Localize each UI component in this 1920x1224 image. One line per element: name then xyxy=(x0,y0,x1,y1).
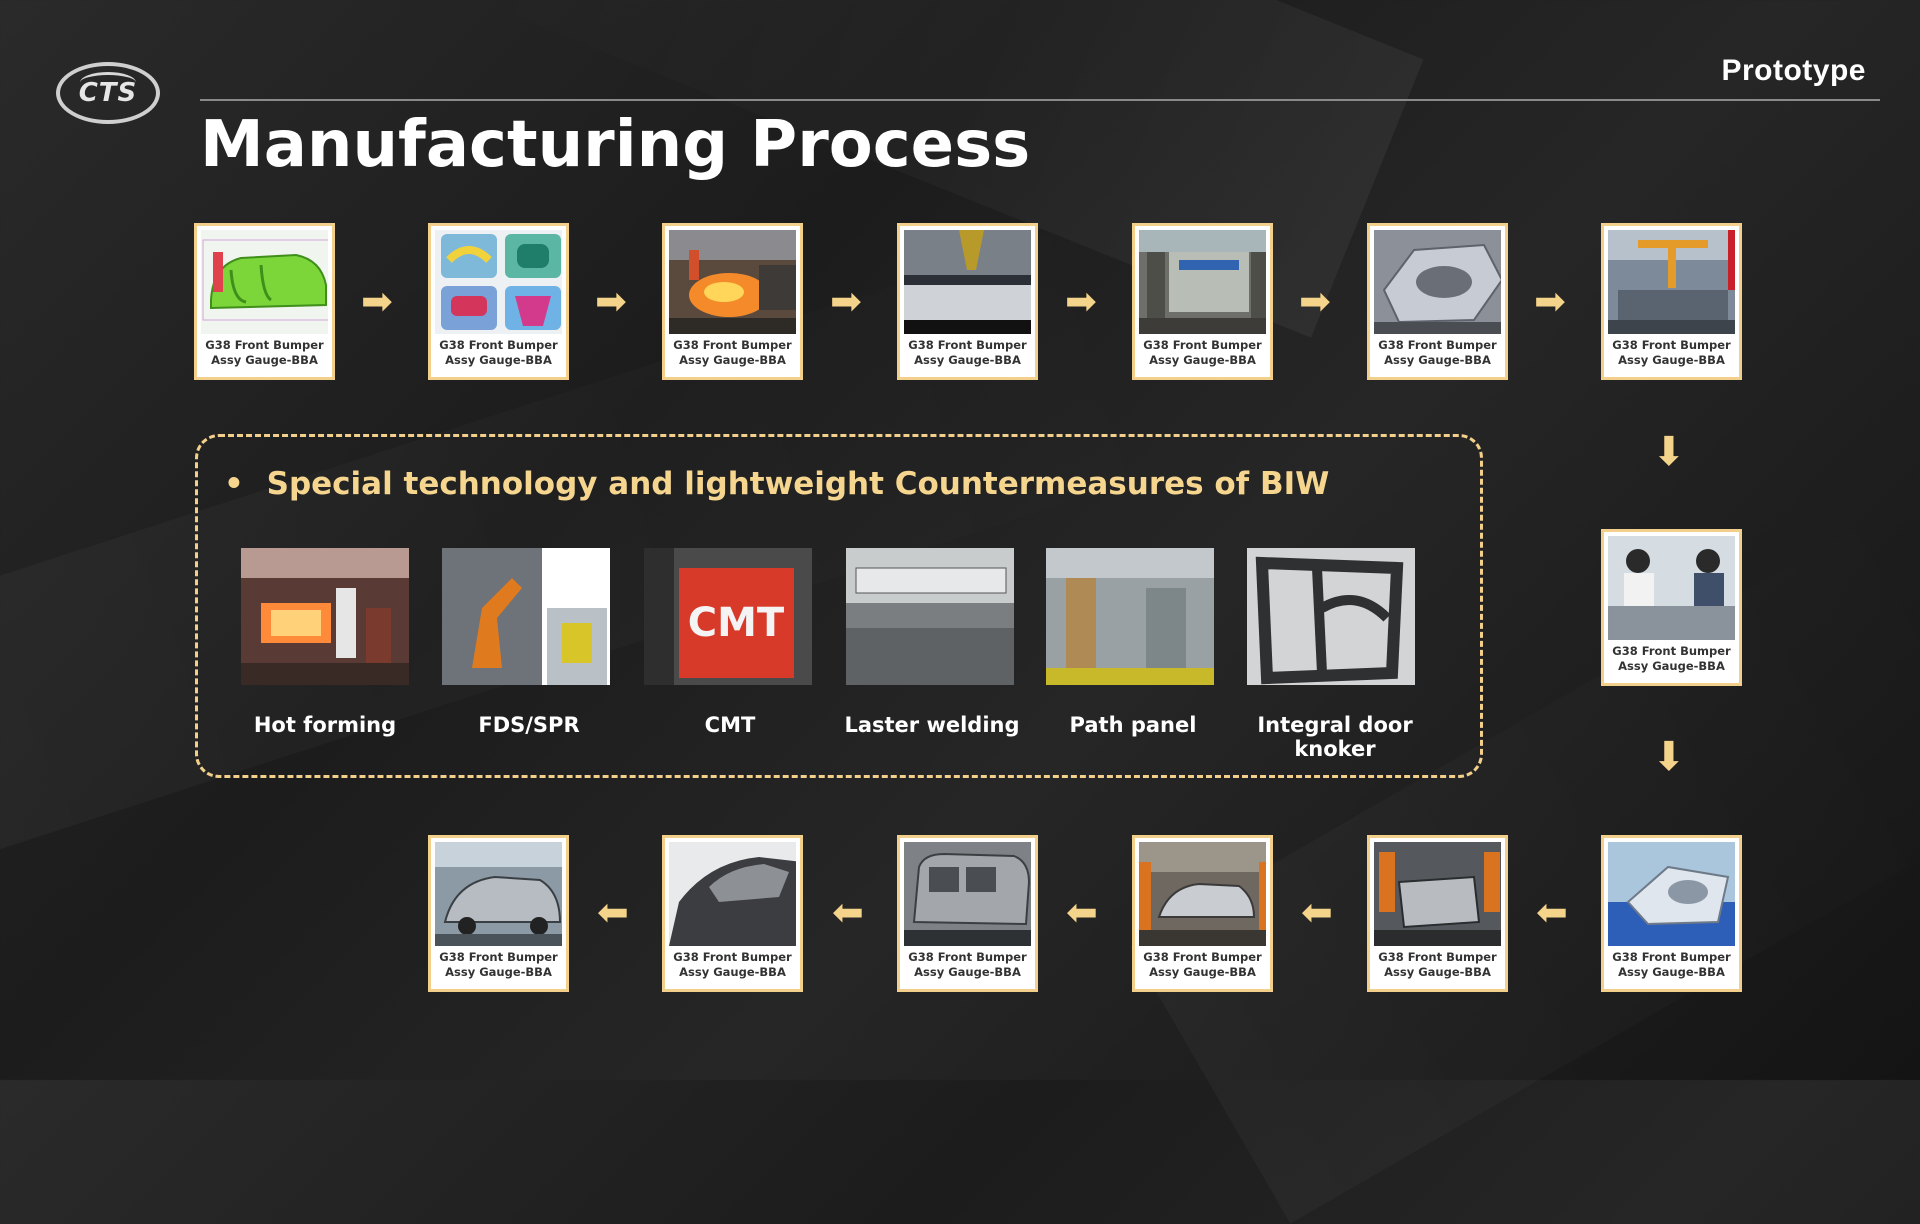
arrow-right-icon: ➡ xyxy=(1299,279,1331,323)
process-step-card: G38 Front Bumper Assy Gauge-BBA xyxy=(1601,835,1742,992)
checking-fixture-thumbnail xyxy=(1608,842,1735,946)
arrow-left-icon: ⬅ xyxy=(1301,890,1333,934)
fds-spr-photo xyxy=(442,548,610,685)
tech-label: Laster welding xyxy=(844,713,1020,737)
process-step-card: G38 Front Bumper Assy Gauge-BBA xyxy=(1367,223,1508,380)
process-step-card: G38 Front Bumper Assy Gauge-BBA xyxy=(897,223,1038,380)
arrow-right-icon: ➡ xyxy=(1065,279,1097,323)
step-caption: G38 Front Bumper Assy Gauge-BBA xyxy=(1378,338,1497,367)
step-caption: G38 Front Bumper Assy Gauge-BBA xyxy=(673,338,792,367)
arrow-right-icon: ➡ xyxy=(830,279,862,323)
svg-text:CMT: CMT xyxy=(688,600,785,646)
process-step-card: G38 Front Bumper Assy Gauge-BBA xyxy=(428,223,569,380)
arrow-down-icon: ⬇ xyxy=(1652,429,1686,475)
process-step-card: G38 Front Bumper Assy Gauge-BBA xyxy=(1132,835,1273,992)
step-caption: G38 Front Bumper Assy Gauge-BBA xyxy=(1143,950,1262,979)
process-step-card: G38 Front Bumper Assy Gauge-BBA xyxy=(428,835,569,992)
final-assembly-thumbnail xyxy=(435,842,562,946)
step-caption: G38 Front Bumper Assy Gauge-BBA xyxy=(439,950,558,979)
arrow-right-icon: ➡ xyxy=(1534,279,1566,323)
process-step-card: G38 Front Bumper Assy Gauge-BBA xyxy=(1132,223,1273,380)
painted-body-thumbnail xyxy=(669,842,796,946)
arrow-right-icon: ➡ xyxy=(595,279,627,323)
tech-label: Hot forming xyxy=(253,713,397,737)
step-caption: G38 Front Bumper Assy Gauge-BBA xyxy=(1378,950,1497,979)
die-design-thumbnail xyxy=(435,230,562,334)
step-caption: G38 Front Bumper Assy Gauge-BBA xyxy=(1143,338,1262,367)
process-step-card: G38 Front Bumper Assy Gauge-BBA xyxy=(662,223,803,380)
cmt-welder-photo: CMT xyxy=(644,548,812,685)
casting-thumbnail xyxy=(669,230,796,334)
patch-panel-photo xyxy=(1046,548,1214,685)
tech-label: CMT xyxy=(704,713,756,737)
robot-welding-thumbnail xyxy=(1374,842,1501,946)
inspection-thumbnail xyxy=(1608,536,1735,640)
step-caption: G38 Front Bumper Assy Gauge-BBA xyxy=(908,338,1027,367)
machining-thumbnail xyxy=(904,230,1031,334)
arrow-left-icon: ⬅ xyxy=(1066,890,1098,934)
logo-arc xyxy=(80,72,136,93)
stamped-part-thumbnail xyxy=(1374,230,1501,334)
step-caption: G38 Front Bumper Assy Gauge-BBA xyxy=(1612,950,1731,979)
prototype-badge: Prototype xyxy=(1721,54,1866,87)
arrow-right-icon: ➡ xyxy=(361,279,393,323)
process-step-card: G38 Front Bumper Assy Gauge-BBA xyxy=(1367,835,1508,992)
arrow-left-icon: ⬅ xyxy=(597,890,629,934)
step-caption: G38 Front Bumper Assy Gauge-BBA xyxy=(439,338,558,367)
arrow-down-icon: ⬇ xyxy=(1652,734,1686,780)
step-caption: G38 Front Bumper Assy Gauge-BBA xyxy=(908,950,1027,979)
tech-label: Path panel xyxy=(1069,713,1197,737)
body-in-white-thumbnail xyxy=(904,842,1031,946)
arrow-left-icon: ⬅ xyxy=(832,890,864,934)
process-step-card: G38 Front Bumper Assy Gauge-BBA xyxy=(1601,529,1742,686)
tech-label: Integral door knoker xyxy=(1257,713,1413,761)
arrow-left-icon: ⬅ xyxy=(1536,890,1568,934)
special-technology-panel xyxy=(195,434,1483,778)
step-caption: G38 Front Bumper Assy Gauge-BBA xyxy=(205,338,324,367)
hot-forming-photo xyxy=(241,548,409,685)
panel-heading-text: Special technology and lightweight Count… xyxy=(266,466,1330,502)
welding-line-thumbnail xyxy=(1608,230,1735,334)
header-divider xyxy=(200,99,1880,101)
panel-heading: • Special technology and lightweight Cou… xyxy=(224,466,1329,502)
door-knocker-photo xyxy=(1247,548,1415,685)
step-caption: G38 Front Bumper Assy Gauge-BBA xyxy=(1612,644,1731,673)
page-title: Manufacturing Process xyxy=(200,108,1031,182)
body-assembly-thumbnail xyxy=(1139,842,1266,946)
laser-welding-photo xyxy=(846,548,1014,685)
step-caption: G38 Front Bumper Assy Gauge-BBA xyxy=(1612,338,1731,367)
process-step-card: G38 Front Bumper Assy Gauge-BBA xyxy=(897,835,1038,992)
bullet-icon: • xyxy=(224,466,244,502)
process-step-card: G38 Front Bumper Assy Gauge-BBA xyxy=(1601,223,1742,380)
process-step-card: G38 Front Bumper Assy Gauge-BBA xyxy=(662,835,803,992)
stamping-press-thumbnail xyxy=(1139,230,1266,334)
company-logo: CTS xyxy=(56,62,160,124)
cad-model-thumbnail xyxy=(201,230,328,334)
step-caption: G38 Front Bumper Assy Gauge-BBA xyxy=(673,950,792,979)
tech-label: FDS/SPR xyxy=(478,713,580,737)
process-step-card: G38 Front Bumper Assy Gauge-BBA xyxy=(194,223,335,380)
